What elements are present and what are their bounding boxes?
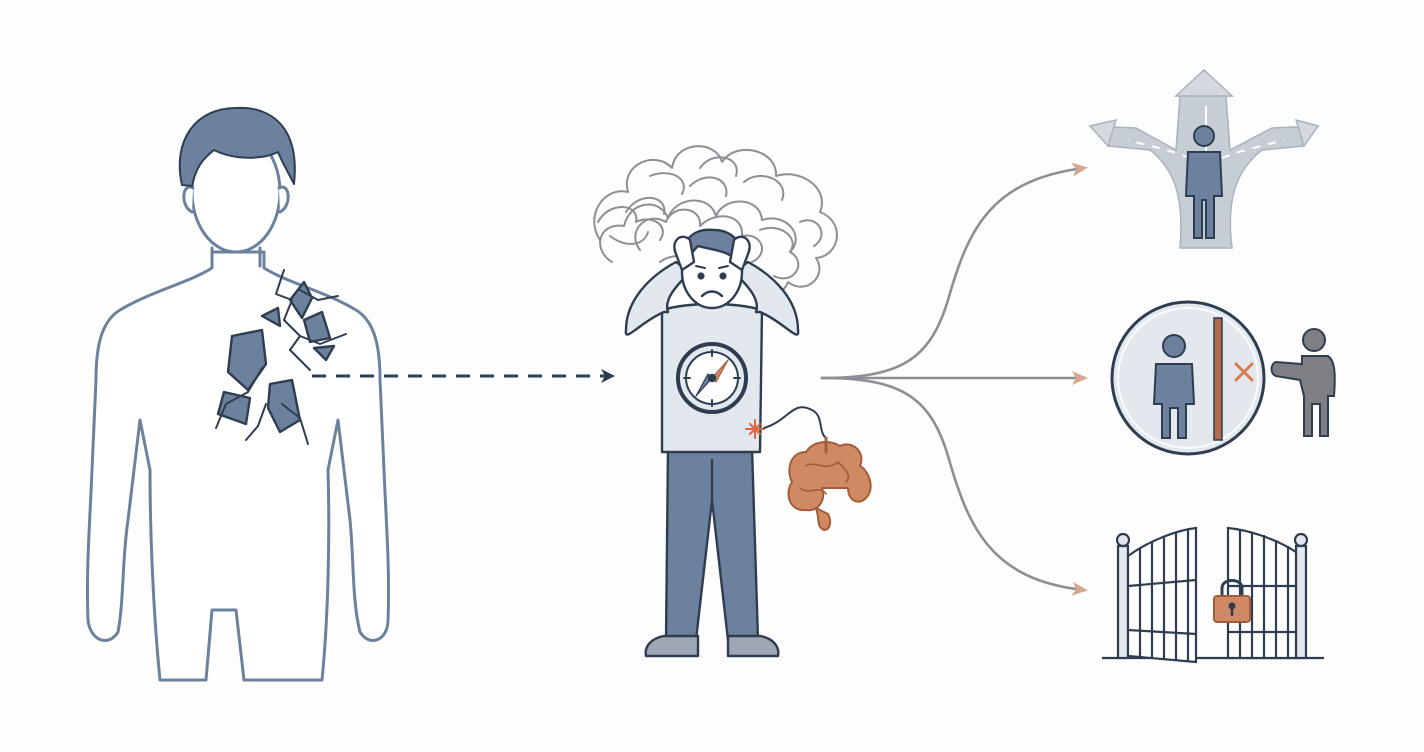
right-ear <box>277 185 290 214</box>
branching-arrows <box>820 162 1088 596</box>
right-arm <box>732 260 800 336</box>
heartbroken-man-icon <box>85 106 391 682</box>
gut-connector <box>763 406 827 439</box>
locked-gate-icon <box>1102 526 1324 664</box>
left-hand <box>673 235 696 272</box>
protected-person <box>1152 334 1196 439</box>
torso-outline <box>85 250 391 682</box>
left-gate-door <box>1126 526 1198 664</box>
boundary-icon <box>1110 300 1336 456</box>
left-shoe <box>644 634 700 658</box>
overwhelmed-person-icon <box>593 145 872 658</box>
crossroads-icon <box>1088 68 1320 249</box>
left-arm <box>624 260 692 336</box>
right-shoe <box>726 634 780 658</box>
padlock-icon <box>1213 579 1251 623</box>
boundary-bar <box>1213 317 1223 441</box>
person-at-crossroads <box>1184 125 1224 239</box>
right-hand <box>728 235 751 272</box>
spark-icon <box>745 419 765 439</box>
left-ear <box>182 185 195 214</box>
branch-top <box>820 162 1088 380</box>
right-gate-door <box>1226 526 1298 660</box>
pointing-person <box>1270 328 1336 437</box>
crack-lines <box>215 269 347 445</box>
compass-icon <box>676 342 748 414</box>
hair <box>178 106 296 187</box>
branch-bottom <box>820 376 1088 596</box>
broken-heart-shards <box>216 280 336 434</box>
intestines-icon <box>787 436 872 531</box>
tangled-thoughts-icon <box>593 145 838 296</box>
x-mark-icon <box>1234 362 1254 382</box>
